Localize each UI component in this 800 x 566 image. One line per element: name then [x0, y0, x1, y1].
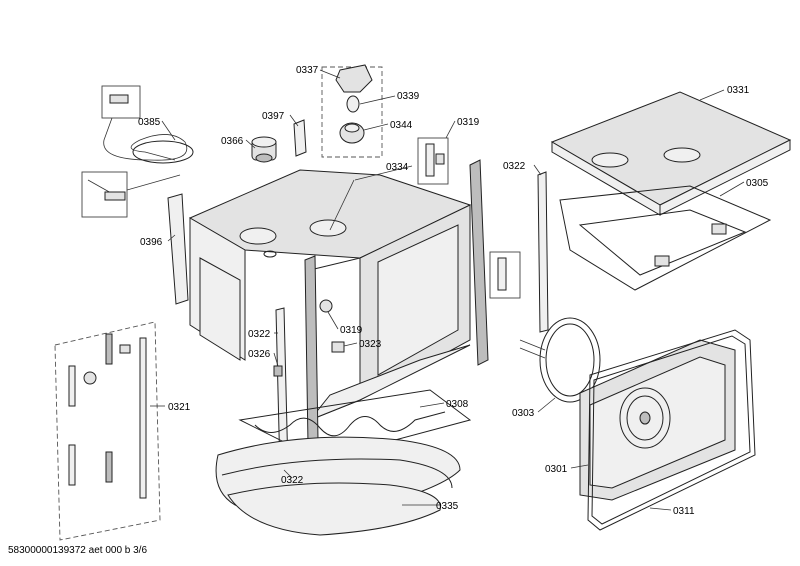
callout-0323: 0323: [359, 339, 382, 350]
callout-0311: 0311: [673, 506, 695, 517]
oven-cavity: [188, 159, 489, 445]
callout-0337: 0337: [296, 65, 319, 76]
lamp-group-box: [321, 66, 383, 158]
lamp-assembly: [321, 64, 383, 158]
rear-panel-0301: [579, 339, 736, 501]
callout-0319-mid: 0319: [340, 325, 363, 336]
clip-parts-0323: [319, 299, 345, 353]
callout-0303: 0303: [512, 408, 535, 419]
callout-0339: 0339: [397, 91, 420, 102]
callout-0335: 0335: [436, 501, 459, 512]
hinge-strip-0396: [167, 193, 189, 305]
circular-heater-0303: [519, 317, 601, 403]
bracket-0319-top: [417, 137, 449, 185]
top-heater-0305: [559, 185, 772, 291]
callout-0366: 0366: [221, 136, 244, 147]
bracket-small-right: [489, 251, 521, 299]
callout-labels: 0337 0339 0344 0397 0385 0366 0334 0319 …: [138, 65, 769, 517]
callout-0396: 0396: [140, 237, 163, 248]
callout-0322-left: 0322: [248, 329, 271, 340]
cover-panel-0331: [550, 91, 792, 216]
callout-0334: 0334: [386, 162, 409, 173]
callout-0397: 0397: [262, 111, 285, 122]
callout-0326: 0326: [248, 349, 271, 360]
callout-0321: 0321: [168, 402, 191, 413]
document-reference: 58300000139372 aet 000 b 3/6: [8, 545, 148, 556]
rail-0322-right: [537, 171, 549, 333]
bracket-0397: [293, 119, 307, 157]
side-rail-set: [54, 321, 161, 541]
door-gasket-0311: [587, 329, 756, 531]
callout-0308: 0308: [446, 399, 469, 410]
fan-motor-part: [251, 136, 277, 163]
callout-0322-right: 0322: [503, 161, 526, 172]
callout-0301: 0301: [545, 464, 568, 475]
callout-0305: 0305: [746, 178, 769, 189]
callout-0322-bottom: 0322: [281, 475, 304, 486]
callout-0385: 0385: [138, 117, 161, 128]
callout-0344: 0344: [390, 120, 413, 131]
callout-0319-top: 0319: [457, 117, 480, 128]
insulation-0335: [215, 436, 461, 536]
leader-lines: [150, 69, 745, 511]
callout-0331: 0331: [727, 85, 750, 96]
sensor-cable: [81, 85, 194, 218]
